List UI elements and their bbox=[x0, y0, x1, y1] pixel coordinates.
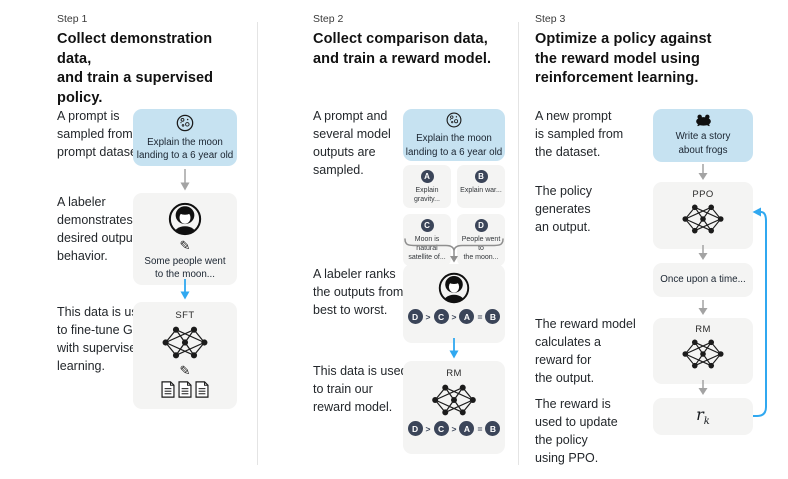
step2-label: Step 2 bbox=[313, 13, 344, 25]
step3-text-reward: The reward model calculates a reward for… bbox=[535, 317, 636, 386]
sft-label: SFT bbox=[175, 310, 195, 321]
step3-rm-box: RM bbox=[653, 318, 753, 384]
gray-arrow-icon bbox=[698, 245, 708, 260]
rank-item: D bbox=[407, 421, 423, 436]
step3-label: Step 3 bbox=[535, 13, 566, 25]
step1-sft-box: SFT ✎ bbox=[133, 302, 237, 409]
step2-prompt-box: Explain the moon landing to a 6 year old bbox=[403, 109, 505, 161]
step1-label: Step 1 bbox=[57, 13, 88, 25]
step3-prompt-text: Write a story about frogs bbox=[675, 131, 731, 156]
answer-chips: A Explain gravity... B Explain war... C … bbox=[403, 165, 505, 267]
answer-chip-d: D People went to the moon... bbox=[457, 214, 505, 267]
rank-item: B bbox=[485, 309, 501, 324]
document-icon bbox=[161, 381, 175, 398]
reward-value: rk bbox=[696, 405, 710, 428]
rm-label: RM bbox=[446, 368, 462, 379]
neural-network-icon bbox=[162, 326, 208, 359]
step3-output-text: Once upon a time... bbox=[660, 274, 746, 286]
brace-icon bbox=[404, 238, 504, 263]
step3-output-box: Once upon a time... bbox=[653, 263, 753, 297]
step2-text-ranks: A labeler ranks the outputs from best to… bbox=[313, 267, 404, 318]
answer-letter: A bbox=[420, 170, 434, 183]
step2-heading: Collect comparison data, and train a rew… bbox=[313, 31, 492, 67]
gray-arrow-icon bbox=[698, 164, 708, 180]
ppo-label: PPO bbox=[692, 189, 714, 200]
answer-text: Explain gravity... bbox=[414, 187, 440, 204]
step2-rm-box: RM D > C > A = B bbox=[403, 361, 505, 454]
answer-text: People went to the moon... bbox=[461, 236, 501, 262]
pencil-icon: ✎ bbox=[179, 238, 191, 253]
moon-icon bbox=[176, 114, 194, 132]
gray-arrow-icon bbox=[698, 300, 708, 315]
step1-prompt-box: Explain the moon landing to a 6 year old bbox=[133, 109, 237, 166]
blue-arrow-icon bbox=[180, 279, 190, 300]
document-icon bbox=[178, 381, 192, 398]
feedback-loop-arrow bbox=[752, 207, 767, 417]
rank-sep: = bbox=[477, 311, 483, 322]
step1-prompt-text: Explain the moon landing to a 6 year old bbox=[136, 136, 234, 161]
step1-labeler-box: ✎ Some people went to the moon... bbox=[133, 193, 237, 285]
rank-sep: = bbox=[477, 423, 483, 434]
step3-prompt-box: Write a story about frogs bbox=[653, 109, 753, 162]
labeler-avatar-icon bbox=[168, 202, 202, 236]
step1-text-prompt: A prompt is sampled from our prompt data… bbox=[57, 109, 154, 160]
step3-text-update: The reward is used to update the policy … bbox=[535, 397, 618, 466]
rank-sep: > bbox=[451, 311, 457, 322]
column-divider bbox=[257, 22, 258, 465]
answer-chip-c: C Moon is natural satellite of... bbox=[403, 214, 451, 267]
column-divider bbox=[518, 22, 519, 465]
step2-prompt-text: Explain the moon landing to a 6 year old bbox=[405, 133, 503, 158]
blue-arrow-icon bbox=[449, 338, 459, 359]
rank-item: A bbox=[459, 421, 475, 436]
rank-item: D bbox=[407, 309, 423, 324]
frog-icon bbox=[695, 114, 711, 127]
ranking-row: D > C > A = B bbox=[407, 421, 501, 436]
step3-reward-box: rk bbox=[653, 398, 753, 435]
rank-item: C bbox=[433, 421, 449, 436]
step2-labeler-box: D > C > A = B bbox=[403, 264, 505, 343]
step1-heading: Collect demonstration data, and train a … bbox=[57, 31, 214, 106]
neural-network-icon bbox=[432, 384, 476, 416]
rank-item: C bbox=[433, 309, 449, 324]
rm-label: RM bbox=[695, 324, 711, 335]
rank-sep: > bbox=[425, 311, 431, 322]
moon-icon bbox=[446, 112, 462, 128]
answer-chip-a: A Explain gravity... bbox=[403, 165, 451, 209]
answer-letter: B bbox=[474, 170, 488, 183]
step3-heading: Optimize a policy against the reward mod… bbox=[535, 31, 712, 87]
answer-letter: C bbox=[420, 219, 434, 233]
rank-sep: > bbox=[451, 423, 457, 434]
step2-text-train: This data is used to train our reward mo… bbox=[313, 364, 408, 415]
gray-arrow-icon bbox=[698, 380, 708, 395]
rank-item: B bbox=[485, 421, 501, 436]
document-icon bbox=[195, 381, 209, 398]
labeler-avatar-icon bbox=[438, 272, 470, 304]
step1-text-labeler: A labeler demonstrates the desired outpu… bbox=[57, 195, 154, 264]
step3-text-policy: The policy generates an output. bbox=[535, 184, 592, 235]
answer-chip-b: B Explain war... bbox=[457, 165, 505, 209]
gray-arrow-icon bbox=[180, 169, 190, 191]
neural-network-icon bbox=[682, 339, 724, 369]
step3-text-prompt: A new prompt is sampled from the dataset… bbox=[535, 109, 624, 160]
step1-labeler-output: Some people went to the moon... bbox=[144, 256, 226, 281]
answer-text: Moon is natural satellite of... bbox=[408, 236, 446, 262]
rank-sep: > bbox=[425, 423, 431, 434]
rank-item: A bbox=[459, 309, 475, 324]
pencil-icon: ✎ bbox=[179, 363, 191, 378]
neural-network-icon bbox=[682, 204, 724, 234]
ranking-row: D > C > A = B bbox=[407, 309, 501, 324]
answer-text: Explain war... bbox=[460, 187, 502, 194]
step2-text-sampled: A prompt and several model outputs are s… bbox=[313, 109, 391, 178]
documents-row bbox=[161, 381, 209, 398]
step3-ppo-box: PPO bbox=[653, 182, 753, 249]
answer-letter: D bbox=[474, 219, 488, 233]
